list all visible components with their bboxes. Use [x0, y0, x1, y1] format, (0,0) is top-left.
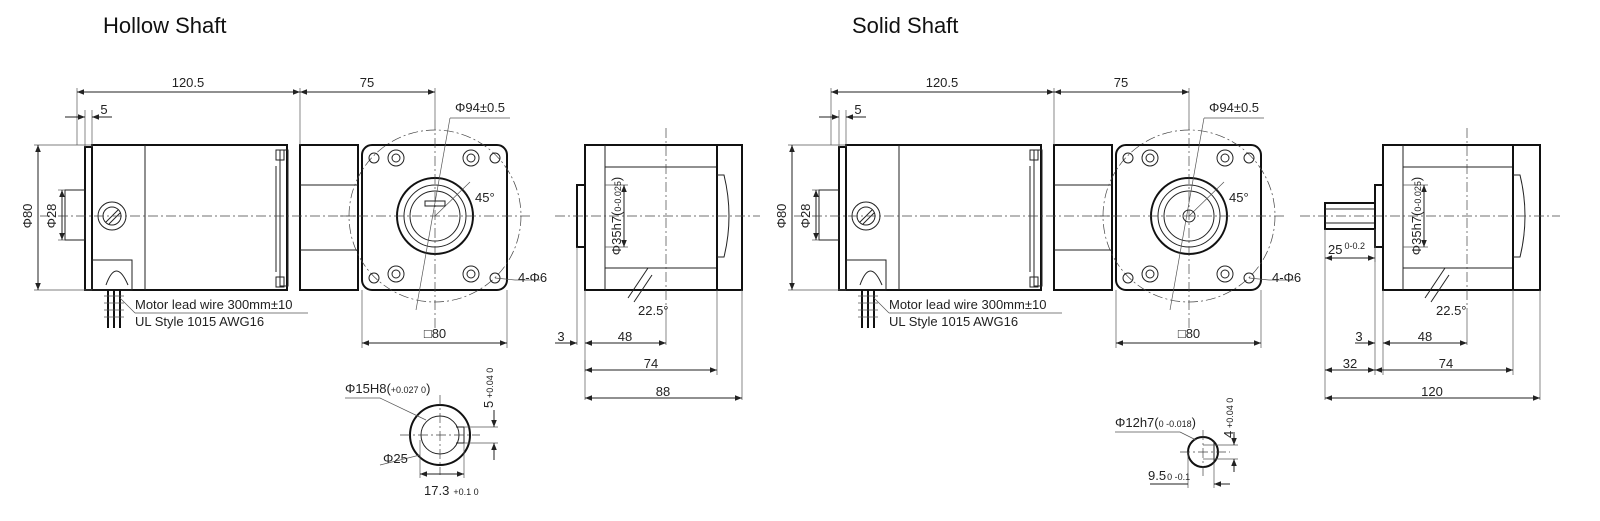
solid-angle-45-label: 45° [1229, 190, 1249, 205]
hollow-bolt-circle-label: Φ94±0.5 [455, 100, 505, 115]
solid-wire-label-1: Motor lead wire 300mm±10 [889, 297, 1046, 312]
solid-flange-label: 5 [854, 102, 861, 117]
solid-offset-3-label: 3 [1355, 329, 1362, 344]
solid-detail-shaft-label: Φ12h7(0 -0.018) [1115, 415, 1196, 430]
solid-dim-48-label: 48 [1418, 329, 1432, 344]
solid-shaft-detail [1115, 430, 1238, 488]
hollow-dim-74-label: 74 [644, 356, 658, 371]
hollow-dim-48-label: 48 [618, 329, 632, 344]
solid-front-view [1093, 117, 1295, 331]
solid-end-view [1300, 128, 1560, 401]
hollow-front-view [339, 117, 541, 331]
solid-dim-74-label: 74 [1439, 356, 1453, 371]
solid-shaft-title: Solid Shaft [852, 13, 958, 38]
hollow-detail-depth-label: 17.3+0.1 0 [424, 483, 479, 498]
hollow-gear-length-label: 75 [360, 75, 374, 90]
hollow-flange-label: 5 [100, 102, 107, 117]
hollow-bore-detail [345, 395, 498, 478]
solid-dim-32-label: 32 [1343, 356, 1357, 371]
hollow-body-dia-label: Φ80 [20, 204, 35, 229]
hollow-detail-bore-label: Φ15H8(+0.027 0) [345, 381, 430, 396]
hollow-shaft-title: Hollow Shaft [103, 13, 227, 38]
hollow-offset-3-label: 3 [557, 329, 564, 344]
hollow-dim-total-label: 88 [656, 384, 670, 399]
solid-detail-key-tol: +0.04 0 [1225, 398, 1235, 428]
solid-detail-key-label: 4 [1221, 431, 1236, 438]
hollow-pilot-dia-label: Φ28 [44, 204, 59, 229]
solid-top-dimensions [788, 88, 1262, 348]
solid-motor-length-label: 120.5 [926, 75, 959, 90]
hollow-detail-key-tol: +0.04 0 [485, 368, 495, 398]
solid-bolt-circle-label: Φ94±0.5 [1209, 100, 1259, 115]
hollow-mount-holes-label: 4-Φ6 [518, 270, 547, 285]
hollow-top-dimensions [65, 88, 436, 147]
solid-body-dia-label: Φ80 [774, 204, 789, 229]
solid-detail-flat-label: 9.50 -0.1 [1148, 468, 1190, 483]
hollow-end-view [555, 128, 760, 310]
solid-dim-total-label: 120 [1421, 384, 1443, 399]
solid-mount-holes-label: 4-Φ6 [1272, 270, 1301, 285]
solid-wire-label-2: UL Style 1015 AWG16 [889, 314, 1018, 329]
hollow-left-dimensions [34, 144, 92, 291]
solid-gear-length-label: 75 [1114, 75, 1128, 90]
hollow-detail-outer-label: Φ25 [383, 451, 408, 466]
solid-pilot-dia-label: Φ28 [798, 204, 813, 229]
hollow-angle-45-label: 45° [475, 190, 495, 205]
hollow-wire-label-2: UL Style 1015 AWG16 [135, 314, 264, 329]
solid-angle-22-label: 22.5° [1436, 303, 1467, 318]
hollow-bottom-dimensions [555, 247, 743, 401]
solid-bore-fit-label: Φ35h7(0-0.025) [1409, 177, 1424, 256]
hollow-angle-22-label: 22.5° [638, 303, 669, 318]
hollow-bore-fit-label: Φ35h7(0-0.025) [609, 177, 624, 256]
hollow-square-label: □80 [424, 326, 446, 341]
solid-square-label: □80 [1178, 326, 1200, 341]
hollow-wire-label-1: Motor lead wire 300mm±10 [135, 297, 292, 312]
hollow-square-dimension [361, 290, 508, 348]
hollow-motor-length-label: 120.5 [172, 75, 205, 90]
hollow-detail-key-label: 5 [481, 401, 496, 408]
